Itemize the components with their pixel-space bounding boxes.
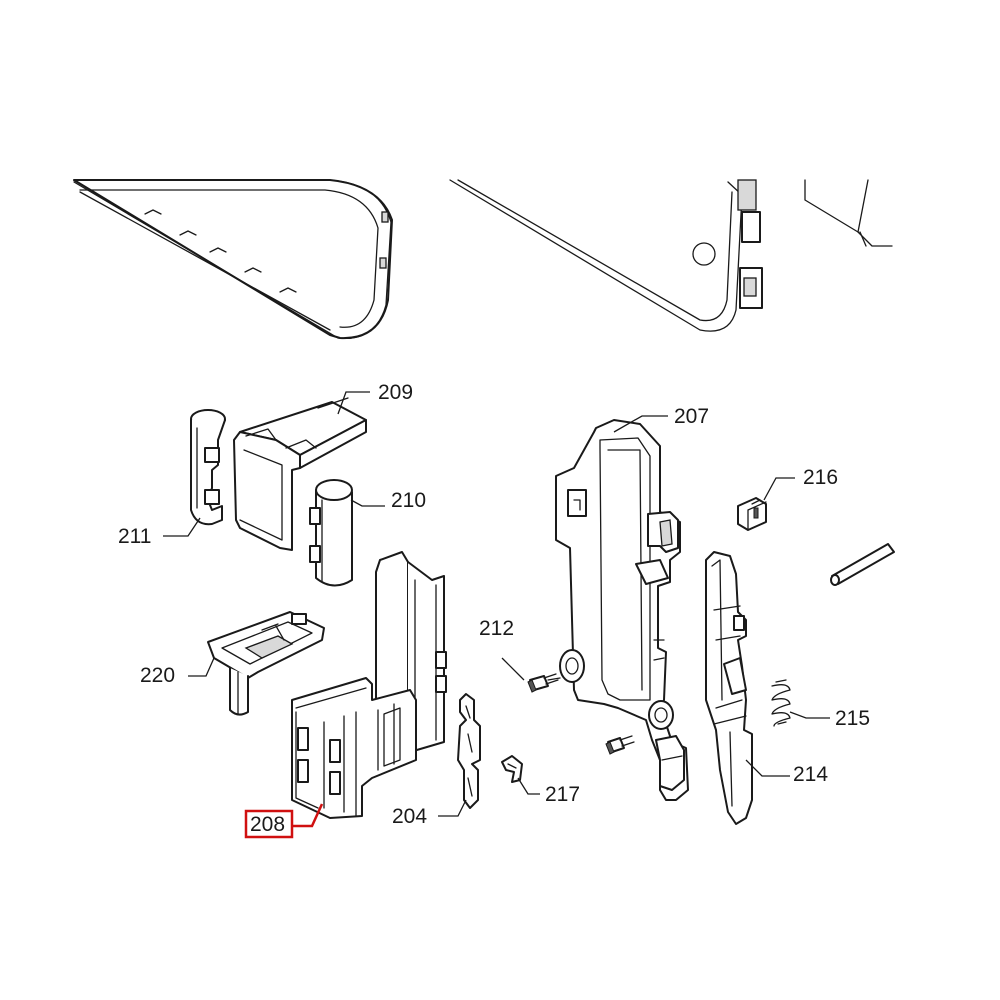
leader-212 [501,657,525,681]
part-208-housing[interactable] [291,551,447,819]
callout-220: 220 [140,664,175,687]
door-panel-right-view [449,179,763,332]
part-211-clip[interactable] [190,409,226,526]
callout-208: 208 [250,813,285,836]
part-204-spring-clip[interactable] [457,693,481,809]
callout-217: 217 [545,783,580,806]
leader-lines [163,391,830,828]
callout-210: 210 [391,489,426,512]
leader-210 [350,499,385,507]
callout-labels: 209 211 210 220 208 204 212 217 207 216 … [118,381,870,839]
callout-204: 204 [392,805,427,828]
door-panel-left-view [73,179,393,340]
part-217-small-clip[interactable] [501,755,523,783]
callout-212: 212 [479,617,514,640]
part-212-screw-second[interactable] [605,735,635,755]
part-214-slider[interactable] [705,551,753,825]
leader-204 [438,799,467,817]
part-209-bracket[interactable] [233,397,367,551]
pin-rod [830,543,895,586]
callout-209: 209 [378,381,413,404]
part-210-cylinder[interactable] [309,479,353,587]
callout-207: 207 [674,405,709,428]
callout-208-highlight-box [244,809,294,839]
part-215-spring[interactable] [771,679,791,727]
callout-211: 211 [118,525,151,548]
leader-220 [188,657,215,677]
part-220-latch-plate[interactable] [207,611,325,716]
part-212-screw[interactable] [527,673,561,693]
callout-214: 214 [793,763,828,786]
leader-216 [763,477,795,501]
leader-207 [613,415,668,433]
callout-215: 215 [835,707,870,730]
leader-215 [789,711,830,719]
leader-208 [292,803,324,828]
door-corner-partial-view [804,179,893,247]
leader-211 [163,517,201,537]
callout-216: 216 [803,466,838,489]
leader-209 [337,391,370,415]
leader-217 [517,777,540,795]
part-207-frame[interactable] [555,419,689,801]
part-216-block[interactable] [737,497,767,531]
leader-214 [745,759,790,777]
